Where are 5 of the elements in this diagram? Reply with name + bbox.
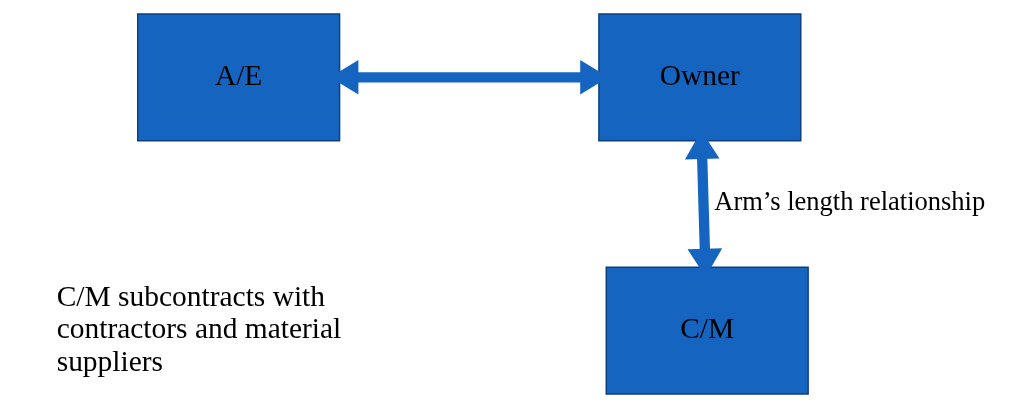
label: C/M subcontracts with contractors and material suppliers: [56, 279, 341, 377]
edge-label: Arm’s length relationship: [713, 186, 985, 217]
node-box: A/E: [136, 13, 340, 142]
node-box: Owner: [597, 13, 801, 142]
node-box: C/M: [605, 266, 809, 395]
